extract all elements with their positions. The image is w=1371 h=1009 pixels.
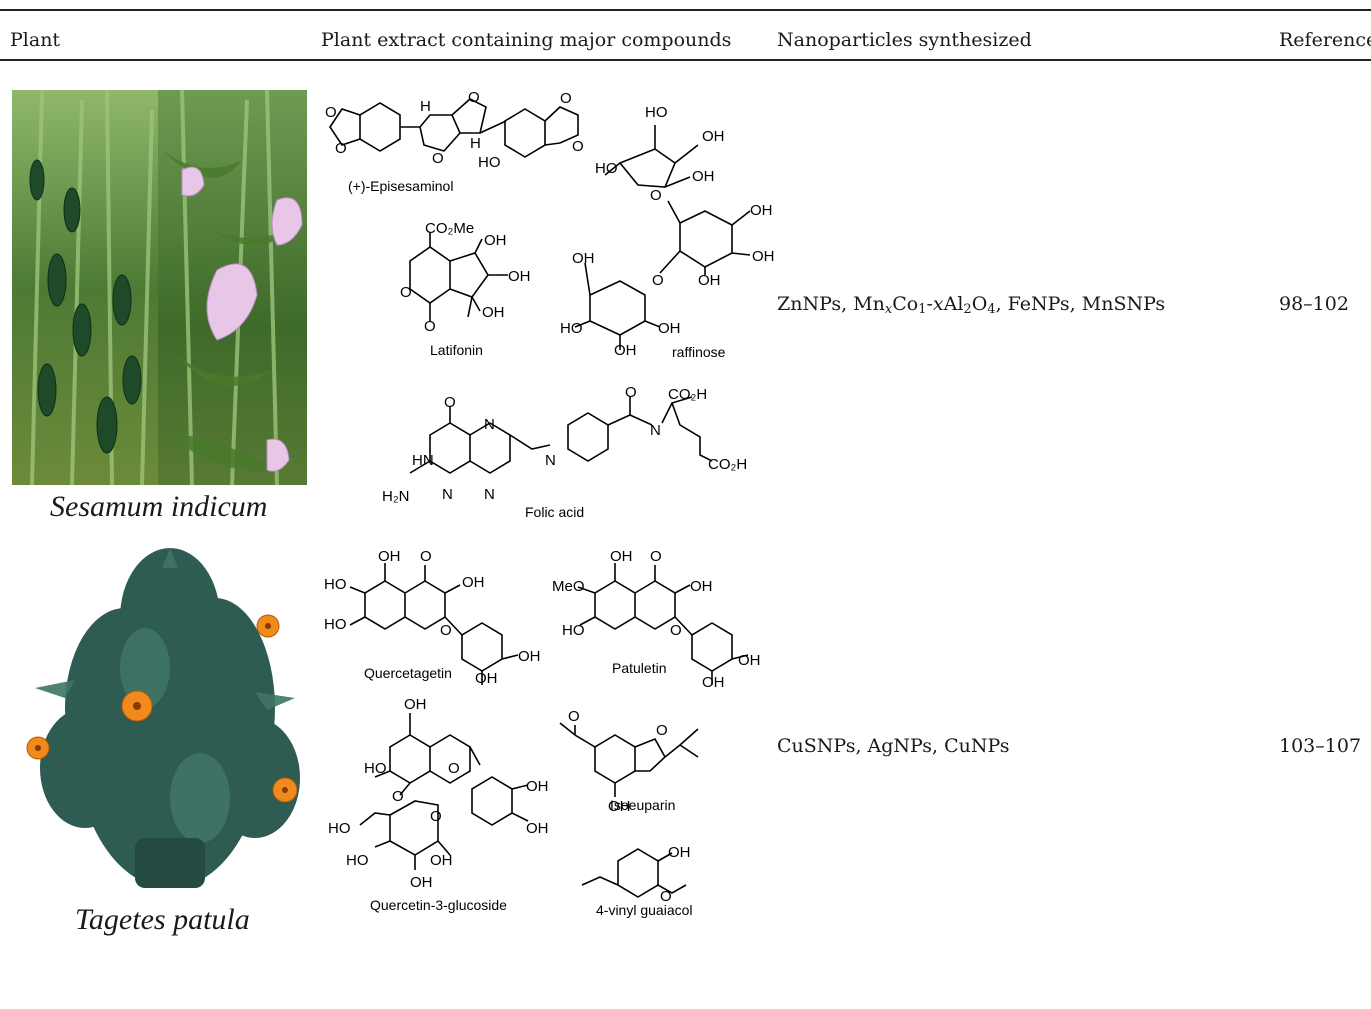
atom-oh: OH (690, 578, 713, 595)
header-nanoparticles: Nanoparticles synthesized (777, 29, 1032, 51)
atom-ho: HO (645, 104, 668, 121)
atom-o: O (392, 788, 404, 805)
atom-n: N (442, 486, 453, 503)
atom-ho: HO (324, 616, 347, 633)
atom-o: O (430, 808, 442, 825)
atom-ho: HO (562, 622, 585, 639)
plant-name-tagetes: Tagetes patula (75, 903, 250, 936)
atom-oh: OH (750, 202, 773, 219)
atom-co2h: CO₂H (708, 456, 747, 473)
sesamum-compound-structures: O O H O O H HO O O (+)-Episesaminol HO O… (325, 89, 775, 520)
atom-oh: OH (702, 674, 725, 691)
tagetes-photo (25, 538, 315, 898)
atom-o: O (650, 187, 662, 204)
atom-oh: OH (475, 670, 498, 687)
atom-ho: HO (346, 852, 369, 869)
atom-nh: N (650, 422, 661, 439)
atom-oh: OH (668, 844, 691, 861)
atom-o: O (432, 150, 444, 167)
atom-ho: HO (328, 820, 351, 837)
atom-ho: HO (478, 154, 501, 171)
atom-ho: HO (560, 320, 583, 337)
atom-hn: HN (412, 452, 434, 469)
atom-oh: OH (614, 342, 637, 359)
plant-name-sesamum: Sesamum indicum (50, 490, 268, 523)
atom-oh: OH (404, 696, 427, 713)
atom-o: O (656, 722, 668, 739)
atom-oh: OH (692, 168, 715, 185)
atom-oh: OH (702, 128, 725, 145)
atom-oh: OH (572, 250, 595, 267)
atom-oh: OH (698, 272, 721, 289)
atom-o: O (424, 318, 436, 335)
header-extract: Plant extract containing major compounds (321, 29, 732, 51)
atom-oh: OH (738, 652, 761, 669)
atom-oh: OH (526, 778, 549, 795)
atom-oh: OH (526, 820, 549, 837)
reference-tagetes: 103–107 (1279, 735, 1362, 757)
atom-o: O (572, 138, 584, 155)
atom-oh: OH (752, 248, 775, 265)
atom-oh: OH (430, 852, 453, 869)
atom-h: H (420, 98, 431, 115)
atom-oh: OH (610, 548, 633, 565)
atom-n: N (484, 486, 495, 503)
compound-label: Folic acid (525, 504, 584, 520)
atom-o: O (400, 284, 412, 301)
sesamum-photo (12, 90, 307, 485)
atom-co2me: CO₂Me (425, 220, 474, 237)
atom-oh: OH (484, 232, 507, 249)
atom-o: O (560, 90, 572, 107)
table-top-rule (0, 9, 1371, 11)
atom-oh: OH (410, 874, 433, 891)
atom-o: O (468, 89, 480, 106)
atom-o: O (660, 888, 672, 905)
atom-oh: OH (462, 574, 485, 591)
compound-label: (+)-Episesaminol (348, 178, 453, 194)
atom-n: N (484, 416, 495, 433)
reference-sesamum: 98–102 (1279, 293, 1349, 315)
atom-ho: HO (595, 160, 618, 177)
atom-o: O (652, 272, 664, 289)
atom-ho: HO (324, 576, 347, 593)
compound-label: Quercetin-3-glucoside (370, 897, 507, 913)
atom-o: O (650, 548, 662, 565)
compound-label: Quercetagetin (364, 665, 452, 681)
atom-oh: OH (518, 648, 541, 665)
header-plant: Plant (10, 29, 61, 51)
compound-label: Isoeuparin (610, 797, 675, 813)
nanoparticles-sesamum: ZnNPs, MnxCo1-xAl2O4, FeNPs, MnSNPs (777, 293, 1166, 317)
atom-o: O (625, 384, 637, 401)
atom-o: O (568, 708, 580, 725)
tagetes-compound-structures: OH O HO HO OH O OH OH Quercetagetin OH O… (324, 548, 761, 918)
atom-co2h: CO₂H (668, 386, 707, 403)
atom-o: O (670, 622, 682, 639)
atom-o: O (444, 394, 456, 411)
atom-h2n: H₂N (382, 488, 410, 505)
atom-h: H (470, 135, 481, 152)
atom-oh: OH (378, 548, 401, 565)
atom-o: O (440, 622, 452, 639)
atom-o: O (325, 104, 337, 121)
table-header-rule (0, 59, 1371, 61)
header-reference: Reference (1279, 29, 1371, 51)
atom-oh: OH (608, 798, 631, 815)
atom-ho: HO (364, 760, 387, 777)
compound-label: Latifonin (430, 342, 483, 358)
compound-label: 4-vinyl guaiacol (596, 902, 693, 918)
atom-oh: OH (508, 268, 531, 285)
atom-oh: OH (482, 304, 505, 321)
atom-o: O (335, 140, 347, 157)
atom-o: O (420, 548, 432, 565)
atom-nh: N (545, 452, 556, 469)
nanoparticles-tagetes: CuSNPs, AgNPs, CuNPs (777, 735, 1010, 757)
atom-oh: OH (658, 320, 681, 337)
atom-meo: MeO (552, 578, 585, 595)
compound-label: raffinose (672, 344, 726, 360)
atom-o: O (448, 760, 460, 777)
compound-label: Patuletin (612, 660, 666, 676)
